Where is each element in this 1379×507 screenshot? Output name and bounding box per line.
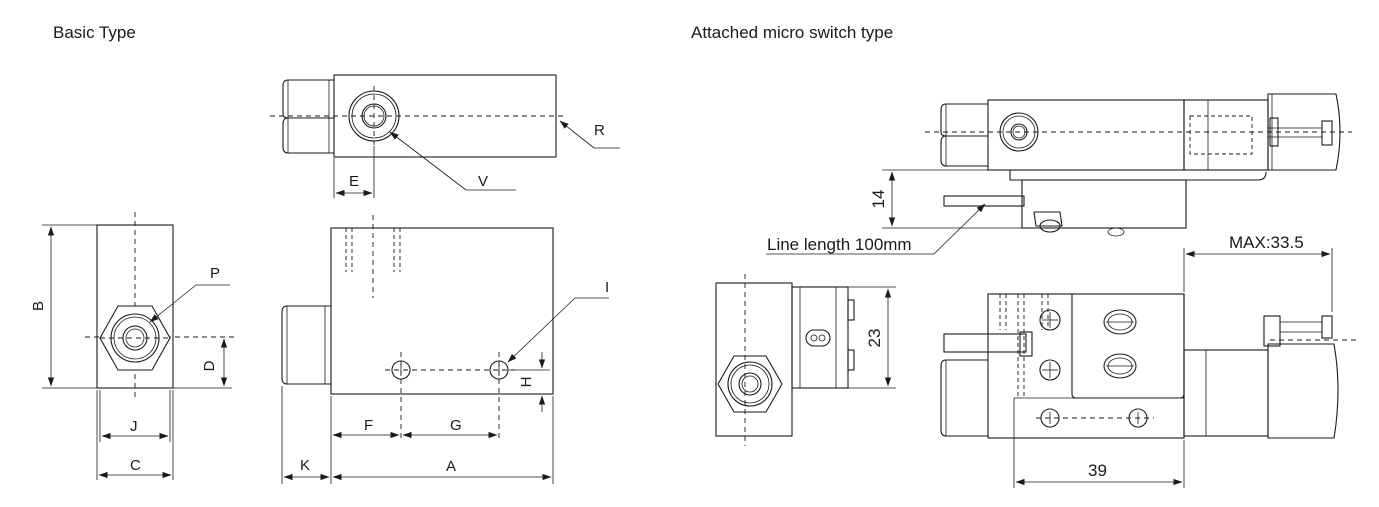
label-A: A: [446, 458, 456, 475]
label-23: 23: [865, 329, 884, 348]
label-B: B: [30, 301, 47, 311]
label-14: 14: [869, 190, 888, 209]
label-R: R: [594, 122, 605, 139]
switch-front-view: [940, 248, 1356, 488]
label-J: J: [130, 418, 138, 435]
label-G: G: [450, 417, 462, 434]
label-I: I: [605, 279, 609, 296]
basic-end-view: [42, 212, 238, 480]
label-E: E: [349, 173, 359, 190]
heading-basic-type: Basic Type: [53, 23, 136, 42]
label-max: MAX:33.5: [1229, 233, 1304, 252]
basic-front-view: [281, 215, 609, 484]
label-H: H: [518, 377, 535, 388]
label-line-length: Line length 100mm: [767, 235, 912, 254]
label-F: F: [364, 417, 373, 434]
basic-top-view: [270, 74, 620, 198]
label-39: 39: [1088, 461, 1107, 480]
switch-top-view: [766, 93, 1352, 255]
label-D: D: [201, 360, 218, 371]
heading-micro-switch-type: Attached micro switch type: [691, 23, 893, 42]
label-V: V: [478, 173, 488, 190]
label-C: C: [130, 457, 141, 474]
switch-end-view: [715, 274, 896, 446]
label-K: K: [300, 457, 310, 474]
label-P: P: [210, 265, 220, 282]
